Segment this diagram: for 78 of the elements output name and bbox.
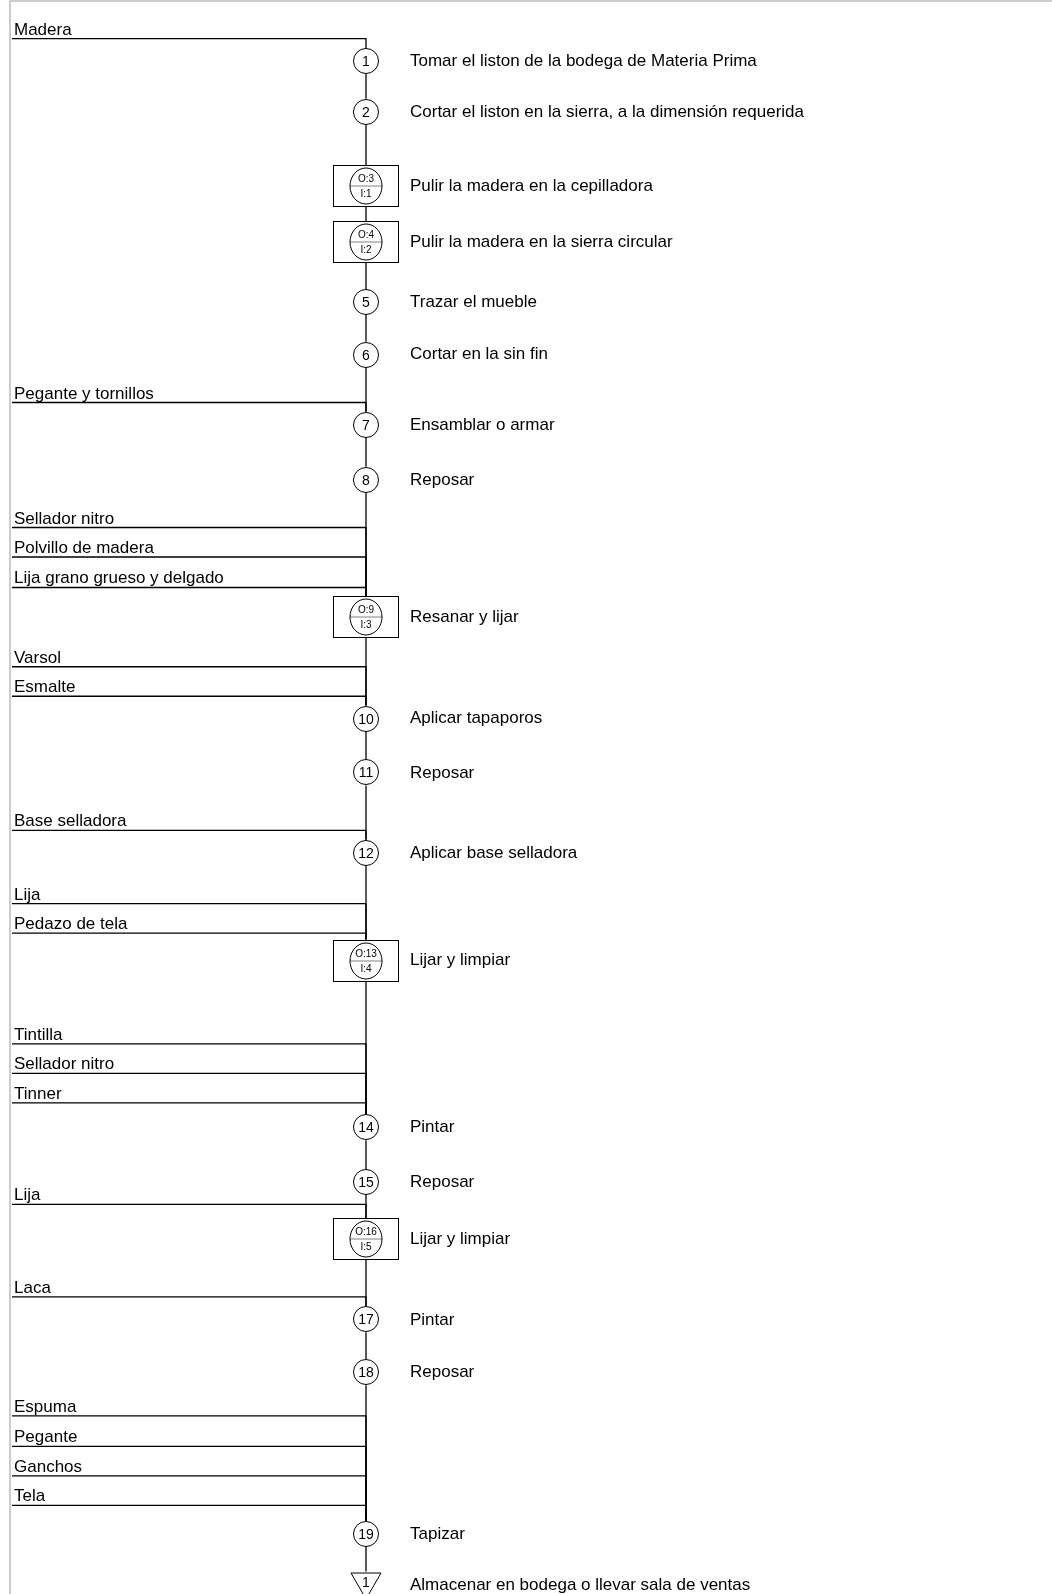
- step-description: Tapizar: [410, 1523, 465, 1544]
- material-label: Ganchos: [14, 1457, 83, 1476]
- flow-line: [365, 124, 367, 166]
- flow-line: [11, 1296, 367, 1307]
- material-label: Lija grano grueso y delgado: [14, 569, 224, 588]
- step-description: Aplicar tapaporos: [410, 708, 543, 729]
- step-description: Ensamblar o armar: [410, 414, 555, 435]
- material-label: Tinner: [14, 1084, 62, 1103]
- material-label: Pedazo de tela: [14, 915, 128, 934]
- material-label: Base selladora: [14, 812, 127, 831]
- operation-circle: 7: [353, 411, 379, 438]
- flow-line: [11, 829, 367, 841]
- operation-circle: 10: [353, 705, 379, 732]
- operation-circle: 15: [353, 1169, 379, 1196]
- flow-line: [11, 1203, 367, 1219]
- flow-line: [11, 586, 367, 597]
- material-label: Sellador nitro: [14, 509, 115, 528]
- flow-line: [11, 401, 367, 413]
- operation-circle: 12: [353, 839, 379, 866]
- flow-line: [365, 314, 367, 343]
- operation-circle: 11: [353, 759, 379, 786]
- operation-circle: 2: [353, 98, 379, 125]
- step-description: Reposar: [410, 1172, 475, 1193]
- flow-line: [365, 1331, 367, 1360]
- operation-circle: 5: [353, 288, 379, 315]
- flow-line: [365, 206, 367, 222]
- step-description: Pulir la madera en la sierra circular: [410, 231, 673, 252]
- step-description: Pintar: [410, 1309, 455, 1330]
- operation-circle: 14: [353, 1114, 379, 1141]
- material-label: Tintilla: [14, 1025, 63, 1044]
- flow-line: [365, 73, 367, 100]
- material-label: Laca: [14, 1278, 51, 1297]
- operation-circle: 8: [353, 466, 379, 493]
- step-description: Trazar el mueble: [410, 291, 537, 312]
- operation-circle: 17: [353, 1306, 379, 1333]
- flow-line: [11, 932, 367, 941]
- flow-line: [11, 1102, 367, 1115]
- material-label: Madera: [14, 20, 72, 39]
- operation-circle: 19: [353, 1520, 379, 1547]
- combined-operation-inspection-symbol: O:9 I:3: [333, 595, 399, 638]
- material-label: Varsol: [14, 648, 61, 667]
- step-description: Cortar el liston en la sierra, a la dimensión requerida: [410, 101, 805, 122]
- flow-line: [11, 37, 367, 49]
- operation-circle: 18: [353, 1359, 379, 1386]
- flow-line: [365, 730, 367, 761]
- material-label: Lija: [14, 885, 41, 904]
- material-label: Pegante y tornillos: [14, 384, 154, 403]
- step-description: Reposar: [410, 1362, 475, 1383]
- step-description: Almacenar en bodega o llevar sala de ventas: [410, 1575, 751, 1594]
- step-description: Pulir la madera en la cepilladora: [410, 176, 653, 196]
- material-label: Tela: [14, 1487, 46, 1506]
- material-label: Sellador nitro: [14, 1055, 115, 1074]
- flow-line: [365, 1546, 367, 1573]
- step-description: Aplicar base selladora: [410, 842, 578, 863]
- step-description: Tomar el liston de la bodega de Materia Prima: [410, 50, 757, 71]
- combined-operation-inspection-symbol: O:16 I:5: [333, 1218, 399, 1260]
- step-description: Cortar en la sin fin: [410, 344, 548, 365]
- material-label: Espuma: [14, 1397, 77, 1416]
- flow-line: [11, 695, 367, 707]
- operation-circle: 6: [353, 341, 379, 368]
- combined-operation-inspection-symbol: O:13 I:4: [333, 939, 399, 982]
- step-description: Reposar: [410, 469, 475, 490]
- step-description: Reposar: [410, 762, 475, 783]
- flow-line: [365, 437, 367, 468]
- flow-line: [365, 1139, 367, 1170]
- storage-triangle: 1: [350, 1571, 382, 1594]
- combined-operation-inspection-symbol: O:4 I:2: [333, 220, 399, 263]
- step-description: Lijar y limpiar: [410, 1229, 511, 1250]
- material-label: Lija: [14, 1186, 41, 1205]
- material-label: Esmalte: [14, 678, 76, 697]
- material-label: Pegante: [14, 1428, 78, 1447]
- flow-line: [365, 262, 367, 290]
- material-label: Polvillo de madera: [14, 539, 154, 557]
- operation-circle: 1: [353, 48, 379, 74]
- step-description: Lijar y limpiar: [410, 950, 511, 971]
- combined-operation-inspection-symbol: O:3 I:1: [333, 165, 399, 207]
- step-description: Resanar y lijar: [410, 606, 519, 627]
- step-description: Pintar: [410, 1117, 455, 1138]
